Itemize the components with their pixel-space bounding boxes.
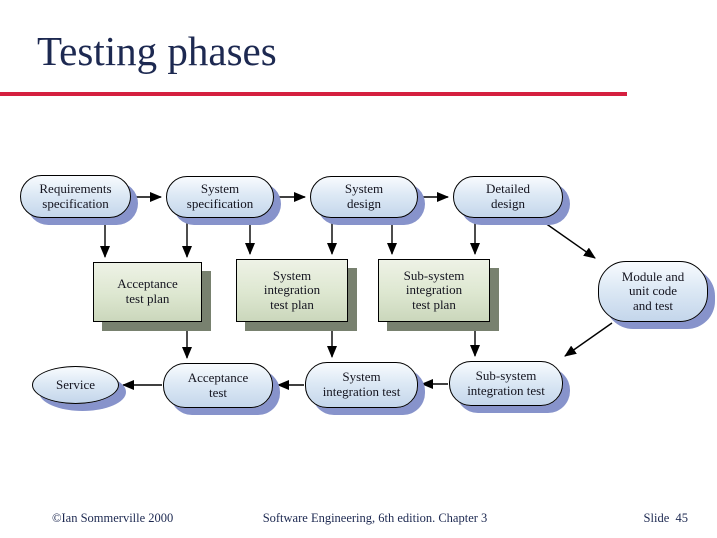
- node-system-specification: System specification: [166, 176, 274, 218]
- footer-copyright: ©Ian Sommerville 2000: [52, 511, 174, 525]
- node-subsystem-integration-test: Sub-system integration test: [449, 361, 563, 406]
- node-subsystem-integration-test-plan: Sub-system integration test plan: [378, 259, 490, 322]
- arrow-moduletest-to-subsystest: [564, 322, 613, 357]
- node-system-design: System design: [310, 176, 418, 218]
- node-system-integration-test-plan: System integration test plan: [236, 259, 348, 322]
- footer-slide-number: Slide 45: [643, 511, 688, 525]
- node-system-integration-test: System integration test: [305, 362, 418, 408]
- slide-footer: ©Ian Sommerville 2000 Software Engineeri…: [0, 511, 717, 531]
- node-acceptance-test: Acceptance test: [163, 363, 273, 408]
- node-detailed-design: Detailed design: [453, 176, 563, 218]
- title-underline: [0, 92, 627, 96]
- node-acceptance-test-plan: Acceptance test plan: [93, 262, 202, 322]
- footer-book-title: Software Engineering, 6th edition. Chapt…: [262, 511, 488, 525]
- arrow-detdesign-to-moduletest: [537, 217, 596, 259]
- node-requirements-specification: Requirements specification: [20, 175, 131, 218]
- page-title: Testing phases: [37, 28, 277, 74]
- node-service: Service: [32, 366, 119, 404]
- node-module-and-unit-code-and-test: Module and unit code and test: [598, 261, 708, 322]
